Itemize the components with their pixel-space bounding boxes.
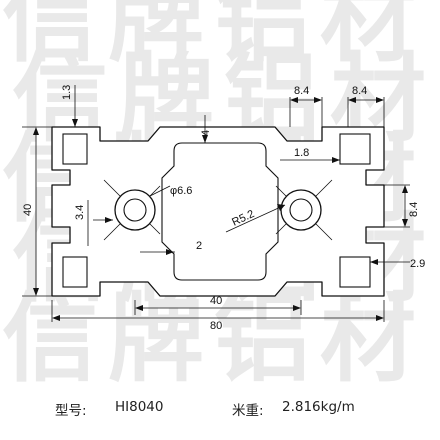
dim-slot-width-a: 8.4 <box>294 85 309 97</box>
weight-label: 米重: <box>232 403 264 419</box>
dim-side-slot: 8.4 <box>408 202 420 217</box>
slot-bottom-right <box>339 256 371 288</box>
dim-side-wall: 2.9 <box>410 258 425 270</box>
center-cavity <box>161 142 279 281</box>
watermark-glyph: 材 <box>320 0 416 75</box>
dim-width: 80 <box>210 320 222 332</box>
dim-height: 40 <box>22 204 34 216</box>
slot-bottom-left <box>62 256 88 288</box>
model-value: HI8040 <box>115 399 164 415</box>
dim-inner-wall: 3.4 <box>74 205 86 220</box>
dim-bore: φ6.6 <box>170 185 192 197</box>
watermark-glyph: 牌 <box>108 0 204 75</box>
dim-lines <box>22 85 410 322</box>
watermark-glyph: 信 <box>2 283 98 395</box>
right-core-bore <box>289 198 313 222</box>
dim-slot-width-b: 8.4 <box>352 85 367 97</box>
dim-slot-depth: 1.8 <box>294 147 309 159</box>
dim-web: 2 <box>196 240 202 252</box>
dim-inner-width: 40 <box>210 295 222 307</box>
dim-slot-lip: 1.3 <box>61 85 73 100</box>
model-label: 型号: <box>55 403 87 419</box>
left-core-bore <box>123 198 147 222</box>
core-spokes <box>103 179 333 241</box>
watermark-glyph: 铝 <box>214 283 310 395</box>
watermark-glyph: 铝 <box>214 0 310 75</box>
weight-value: 2.816kg/m <box>282 399 355 415</box>
watermark-glyph: 信 <box>2 0 98 75</box>
watermark-glyph: 牌 <box>108 283 204 395</box>
dim-wall-top: 4 <box>200 130 212 136</box>
dim-arrows <box>33 97 408 321</box>
slot-top-right <box>339 133 371 165</box>
footer: 型号: HI8040 米重: 2.816kg/m <box>0 395 440 425</box>
slot-top-left <box>62 133 88 165</box>
watermark-glyph: 材 <box>320 283 416 395</box>
